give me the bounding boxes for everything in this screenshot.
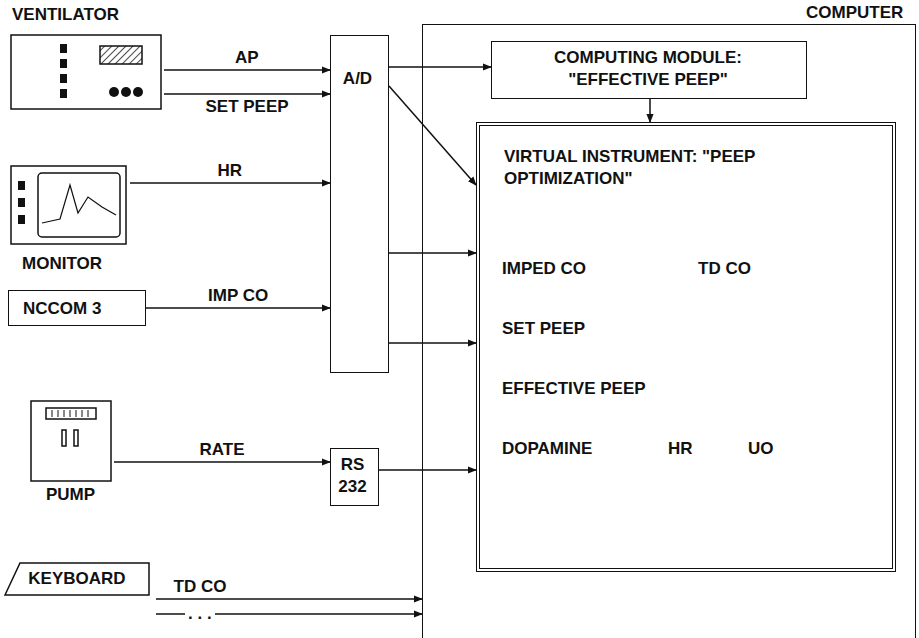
- node-text: VENTILATOR: [12, 4, 119, 26]
- computing-module-box: COMPUTING MODULE: "EFFECTIVE PEEP": [491, 41, 807, 99]
- ventilator-illustration: [10, 34, 164, 112]
- pump-illustration: [30, 400, 114, 484]
- computer-box: COMPUTERCOMPUTING MODULE: "EFFECTIVE PEE…: [422, 24, 916, 638]
- signal-arrow: [389, 252, 476, 254]
- signal-arrow: [649, 99, 651, 122]
- signal-arrow: [389, 342, 476, 344]
- keyboard-shape: KEYBOARD: [4, 562, 156, 596]
- node-text: UO: [748, 438, 774, 460]
- ventilator-device: VENTILATOR: [8, 4, 164, 112]
- nccom-box: NCCOM 3: [8, 290, 146, 326]
- signal-label: RATE: [197, 440, 248, 460]
- signal-label: . . .: [185, 604, 215, 624]
- virtual-instrument-box: VIRTUAL INSTRUMENT: "PEEP OPTIMIZATION" I…: [476, 122, 896, 572]
- signal-arrow: [114, 461, 330, 463]
- signal-arrow: [389, 66, 491, 68]
- node-text: COMPUTING MODULE: "EFFECTIVE PEEP": [508, 47, 788, 91]
- node-text: IMPED CO: [502, 258, 586, 280]
- signal-arrow: [379, 469, 476, 471]
- signal-arrow: [389, 86, 476, 185]
- node-text: KEYBOARD: [4, 568, 150, 590]
- node-text: RS 232: [331, 454, 374, 498]
- node-text: EFFECTIVE PEEP: [502, 378, 646, 400]
- node-text: TD CO: [698, 258, 751, 280]
- signal-label: SET PEEP: [203, 97, 292, 117]
- node-text: HR: [668, 438, 693, 460]
- node-text: PUMP: [46, 484, 95, 506]
- monitor-illustration: [10, 165, 130, 247]
- signal-arrow: [156, 598, 422, 600]
- signal-arrow: [164, 93, 330, 95]
- pump-device: PUMP: [28, 398, 114, 510]
- signal-label: HR: [215, 161, 246, 181]
- monitor-device: MONITOR: [8, 163, 130, 279]
- node-text: DOPAMINE: [502, 438, 592, 460]
- node-text: SET PEEP: [502, 318, 585, 340]
- node-text: VIRTUAL INSTRUMENT: "PEEP OPTIMIZATION": [504, 146, 804, 190]
- node-text: MONITOR: [22, 253, 102, 275]
- signal-arrow: [130, 182, 330, 184]
- signal-label: IMP CO: [205, 286, 271, 306]
- signal-label: AP: [232, 48, 262, 68]
- rs232-box: RS 232: [330, 448, 379, 506]
- signal-arrow: [146, 307, 330, 309]
- ad-converter-box: A/D: [330, 35, 389, 373]
- node-text: A/D: [331, 68, 384, 90]
- node-text: NCCOM 3: [23, 298, 101, 320]
- node-text: COMPUTER: [806, 2, 903, 24]
- signal-label: TD CO: [171, 577, 230, 597]
- signal-arrow: [164, 69, 330, 71]
